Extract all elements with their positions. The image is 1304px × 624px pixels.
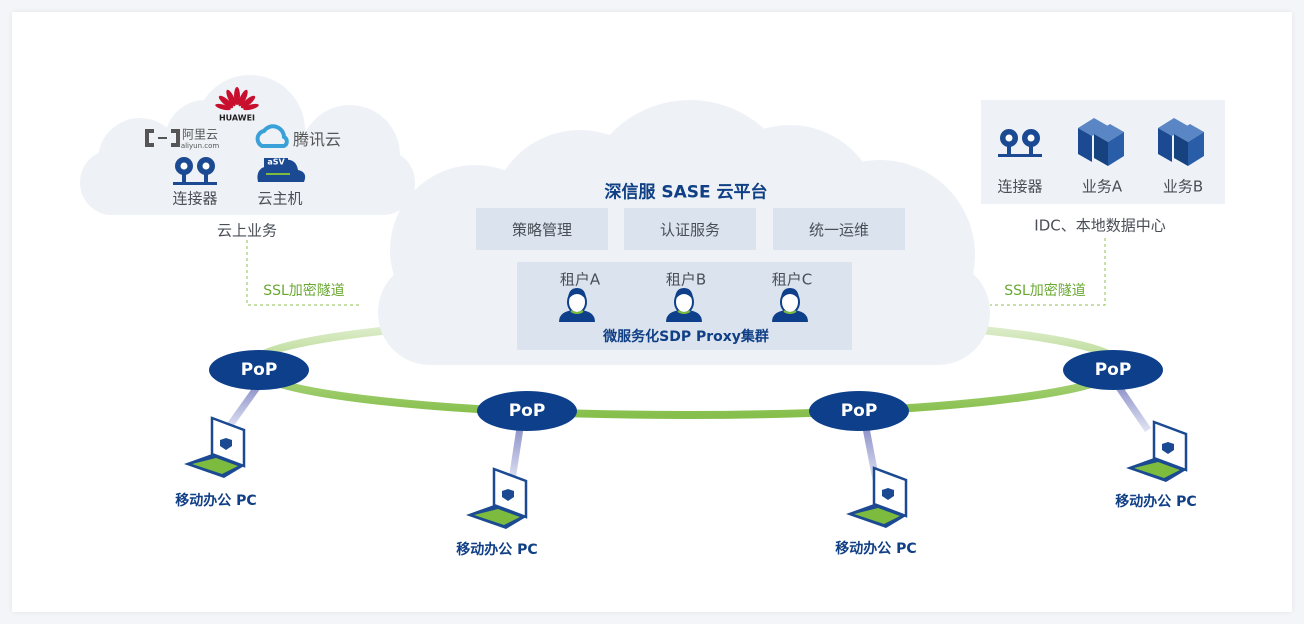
cloud-host-label: 云主机: [257, 189, 303, 208]
pop-node: PoP: [209, 350, 309, 390]
cloud-host-icon: [257, 158, 306, 182]
tenant-c-label: 租户C: [771, 270, 813, 289]
cloud-services-caption: 云上业务: [216, 221, 278, 240]
pop-node: PoP: [477, 391, 577, 431]
cloud-connector-label: 连接器: [172, 189, 218, 208]
client-label: 移动办公 PC: [456, 542, 538, 558]
tenant-a-label: 租户A: [559, 270, 601, 289]
tunnel-right-line: [990, 238, 1106, 306]
user-icon: [771, 287, 809, 323]
tunnel-right-label: SSL加密隧道: [1004, 283, 1086, 299]
user-icon: [558, 287, 596, 323]
module-policy: 策略管理: [476, 208, 608, 250]
tencent-wordmark: 腾讯云: [292, 130, 342, 149]
idc-connector-label: 连接器: [997, 177, 1043, 196]
tencent-cloud-logo: [255, 124, 289, 148]
proxy-cluster-label: 微服务化SDP Proxy集群: [603, 329, 769, 345]
idc-service-b-label: 业务B: [1162, 177, 1204, 196]
idc-service-a-label: 业务A: [1081, 177, 1123, 196]
aliyun-domain: aliyun.com: [180, 142, 220, 150]
idc-caption: IDC、本地数据中心: [1034, 216, 1166, 235]
huawei-logo: [215, 87, 259, 111]
huawei-wordmark: HUAWEI: [218, 113, 256, 123]
host-badge: aSV: [267, 157, 285, 167]
aliyun-logo: [145, 129, 180, 147]
client-label: 移动办公 PC: [175, 493, 257, 509]
pop-node: PoP: [1063, 350, 1163, 390]
client-label: 移动办公 PC: [1115, 494, 1197, 510]
pop-node: PoP: [809, 391, 909, 431]
module-ops: 统一运维: [773, 208, 905, 250]
tunnel-left-label: SSL加密隧道: [263, 283, 345, 299]
cloud-services-cloud: [80, 75, 415, 215]
client-label: 移动办公 PC: [835, 541, 917, 557]
tenant-b-label: 租户B: [665, 270, 707, 289]
platform-title: 深信服 SASE 云平台: [604, 182, 768, 203]
module-auth: 认证服务: [624, 208, 756, 250]
aliyun-wordmark: 阿里云: [181, 127, 219, 142]
user-icon: [665, 287, 703, 323]
